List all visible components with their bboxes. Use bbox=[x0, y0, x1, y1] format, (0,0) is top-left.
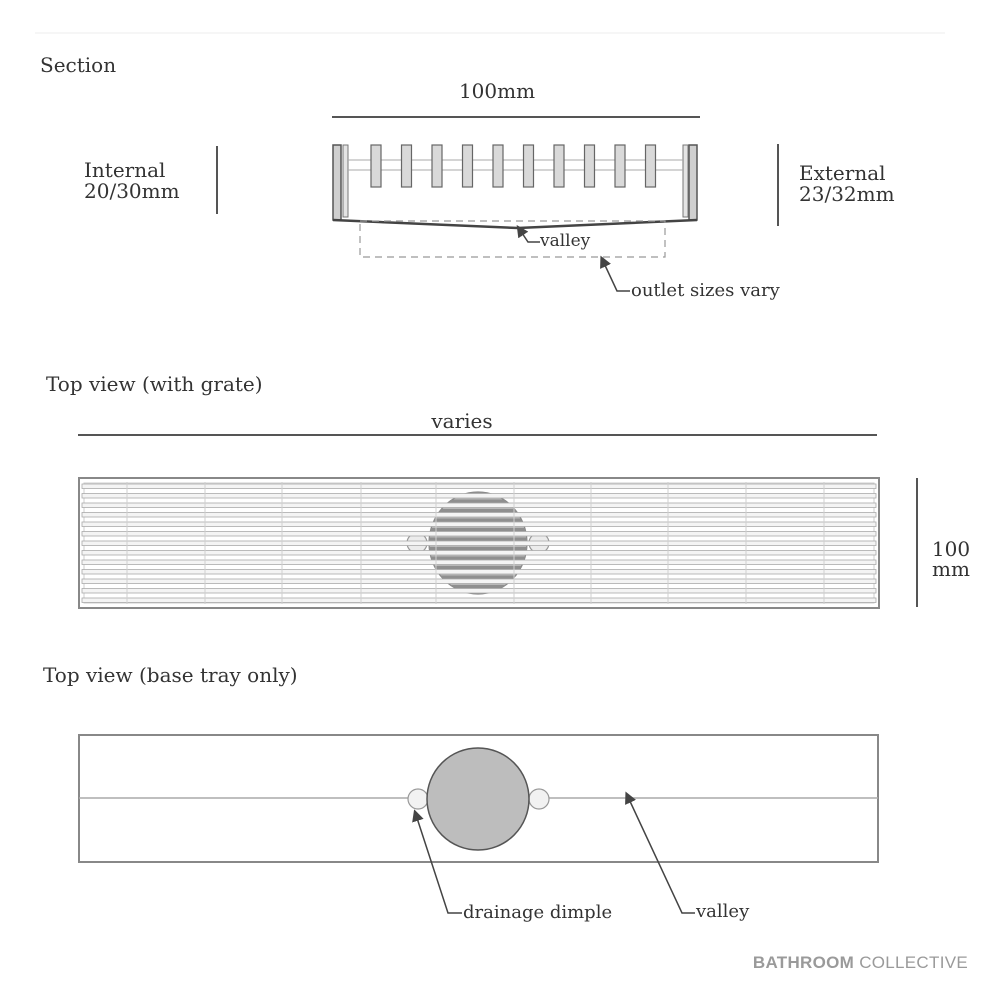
grate-rail bbox=[81, 588, 877, 594]
drainage-dimple-right bbox=[528, 788, 550, 810]
grate-rail bbox=[81, 483, 877, 489]
brand-light: COLLECTIVE bbox=[859, 953, 968, 972]
grate-rail bbox=[81, 502, 877, 508]
grate-bar bbox=[461, 144, 474, 188]
outlet-label: outlet sizes vary bbox=[631, 280, 781, 301]
outlet-stripe bbox=[429, 518, 527, 523]
valley-leader bbox=[516, 225, 540, 243]
outlet-leader bbox=[600, 255, 630, 292]
section-view: Section 100mm Internal 20/30mm External … bbox=[40, 53, 895, 301]
outlet-outline bbox=[359, 220, 666, 258]
dimple-leader bbox=[412, 809, 462, 914]
internal-value: 20/30mm bbox=[84, 179, 180, 203]
grate-rail bbox=[81, 569, 877, 575]
top-base-title: Top view (base tray only) bbox=[43, 663, 298, 687]
brand-logo: BATHROOM COLLECTIVE bbox=[753, 953, 968, 973]
height-unit: mm bbox=[932, 557, 970, 581]
drainage-dimple-left bbox=[407, 788, 429, 810]
external-value: 23/32mm bbox=[799, 182, 895, 206]
brand-bold: BATHROOM bbox=[752, 953, 855, 972]
grate-rail bbox=[81, 550, 877, 556]
outlet-stripe bbox=[429, 556, 527, 561]
grate-bar bbox=[553, 144, 565, 188]
external-label: External bbox=[799, 161, 886, 185]
grate-rails bbox=[81, 483, 877, 603]
grate-bar bbox=[614, 144, 626, 188]
grate-cross-ties bbox=[126, 482, 825, 604]
grate-rail bbox=[81, 521, 877, 527]
grate-rail bbox=[81, 512, 877, 518]
grate-bar bbox=[492, 144, 504, 188]
top-grate-title: Top view (with grate) bbox=[46, 372, 263, 396]
outlet-stripe bbox=[429, 537, 527, 542]
grate-rail bbox=[81, 559, 877, 565]
channel-section bbox=[332, 144, 698, 258]
base-valley-label: valley bbox=[695, 901, 750, 922]
grate-bar bbox=[644, 144, 657, 188]
grate-bar bbox=[370, 144, 382, 188]
outlet-hole bbox=[426, 747, 530, 851]
length-label: varies bbox=[430, 409, 492, 433]
grate-bars bbox=[370, 144, 657, 188]
grate-rail bbox=[81, 531, 877, 537]
top-view-base: Top view (base tray only) drainage dimpl… bbox=[43, 663, 879, 923]
grate-rail bbox=[81, 540, 877, 546]
top-view-grate: Top view (with grate) varies 100 mm bbox=[46, 372, 970, 609]
grate-rail bbox=[81, 597, 877, 603]
outlet-stripe bbox=[429, 585, 527, 590]
outlet-stripe bbox=[429, 566, 527, 571]
grate-bar bbox=[400, 144, 413, 188]
internal-label: Internal bbox=[84, 158, 165, 182]
outlet-stripe bbox=[429, 547, 527, 552]
height-value: 100 bbox=[932, 537, 970, 561]
outlet-stripe bbox=[429, 509, 527, 514]
outlet-stripe bbox=[429, 528, 527, 533]
section-title: Section bbox=[40, 53, 116, 77]
outlet-stripe bbox=[429, 575, 527, 580]
grate-bar bbox=[431, 144, 443, 188]
outlet-stripe bbox=[429, 499, 527, 504]
grate-rail bbox=[81, 493, 877, 499]
dimple-label: drainage dimple bbox=[463, 902, 612, 923]
base-valley-leader bbox=[625, 791, 695, 914]
grate-bar bbox=[583, 144, 596, 188]
valley-label: valley bbox=[539, 231, 591, 251]
width-label: 100mm bbox=[459, 79, 535, 103]
grate-rail bbox=[81, 578, 877, 584]
grate-bar bbox=[522, 144, 535, 188]
